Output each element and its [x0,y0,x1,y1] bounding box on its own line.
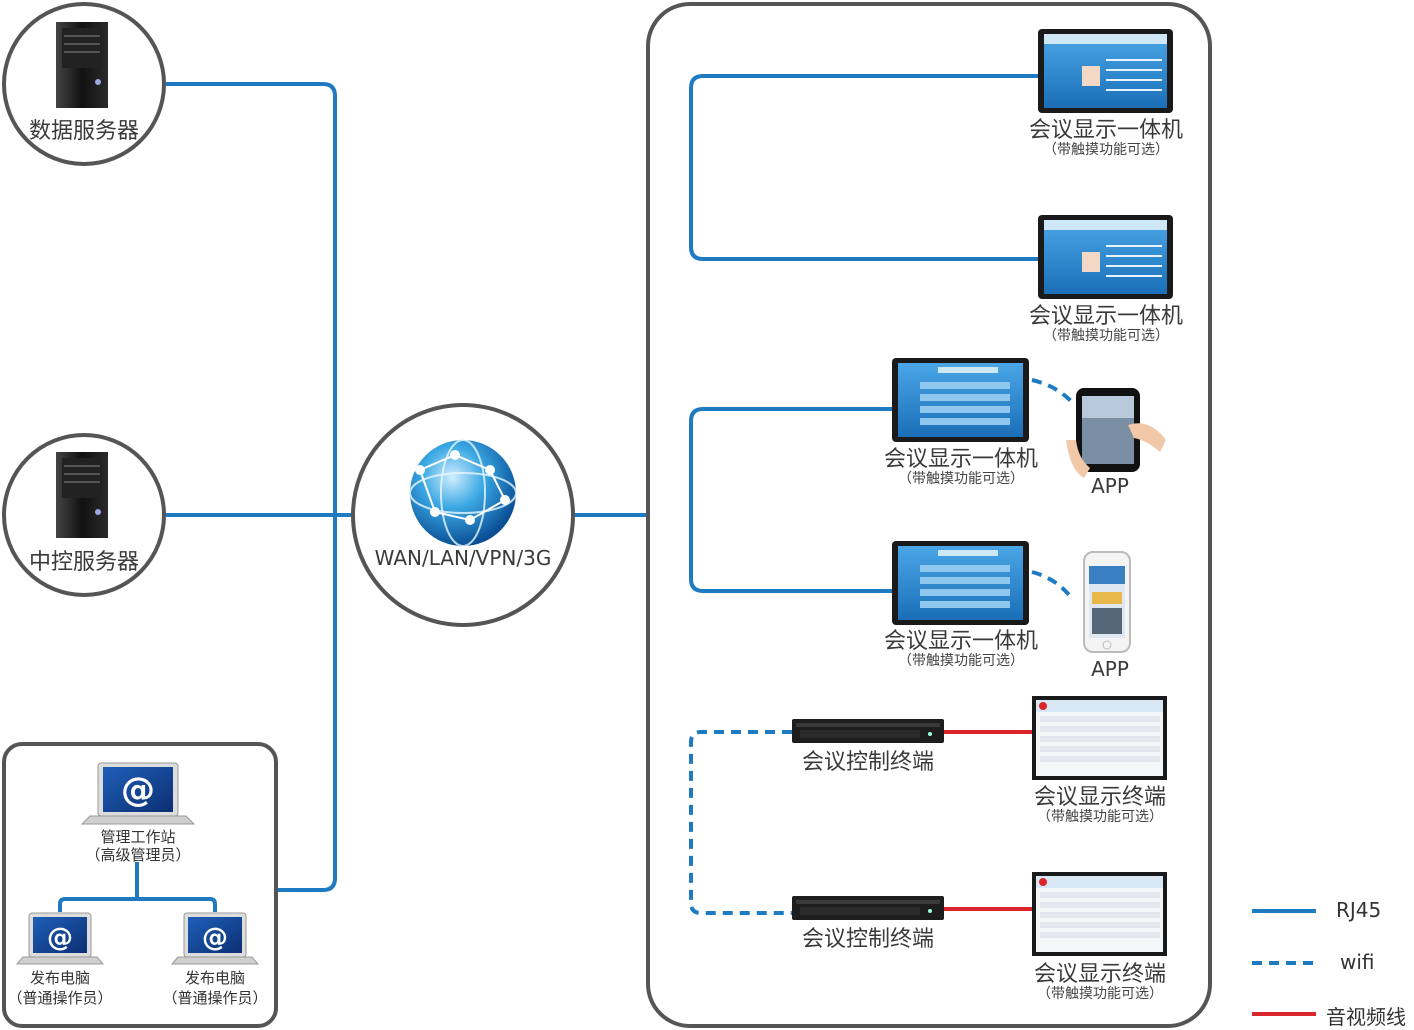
svg-text:@: @ [47,923,73,953]
display-4-icon [892,541,1029,625]
app-label-phone: APP [1091,657,1129,681]
legend-rj45-label: RJ45 [1336,898,1382,922]
app-label-tablet: APP [1091,474,1129,498]
admin-workstation-role: （高级管理员） [85,846,191,864]
workstation-group-frame [2,742,278,1028]
display-4-label: 会议显示一体机 [883,629,1038,654]
control-terminal-2-icon [792,896,944,920]
svg-text:@: @ [121,770,155,810]
admin-laptop-icon: @ [80,762,196,825]
network-label: WAN/LAN/VPN/3G [374,546,552,570]
display-terminal-2-icon [1032,872,1167,956]
legend-wifi-label: wifi [1340,950,1375,974]
smartphone-icon [1083,551,1131,653]
publisher-laptop-right-icon: @ [170,912,260,965]
terminal-group-frame [646,2,1212,1028]
control-terminal-1-label: 会议控制终端 [801,750,934,775]
display-3-note: （带触摸功能可选） [898,471,1024,487]
control-terminal-2-label: 会议控制终端 [801,927,934,952]
tablet-icon [1066,388,1166,478]
display-3-label: 会议显示一体机 [883,447,1038,472]
globe-icon [409,439,517,547]
svg-text:@: @ [202,923,228,953]
display-1-icon [1038,29,1173,113]
display-2-note: （带触摸功能可选） [1043,328,1169,344]
publisher-laptop-left-icon: @ [15,912,105,965]
display-1-note: （带触摸功能可选） [1043,142,1169,158]
publisher-right-label: 发布电脑 [184,969,245,987]
control-server-label: 中控服务器 [28,550,139,575]
control-terminal-1-icon [792,719,944,743]
data-server-label: 数据服务器 [28,119,139,144]
display-terminal-1-note: （带触摸功能可选） [1037,809,1163,825]
display-1-label: 会议显示一体机 [1028,118,1183,143]
display-2-icon [1038,215,1173,299]
publisher-left-label: 发布电脑 [29,969,90,987]
publisher-left-role: （普通操作员） [7,989,113,1007]
publisher-right-role: （普通操作员） [162,989,268,1007]
display-terminal-1-label: 会议显示终端 [1033,785,1166,810]
display-2-label: 会议显示一体机 [1028,304,1183,329]
display-terminal-1-icon [1032,696,1167,780]
display-4-note: （带触摸功能可选） [898,653,1024,669]
display-3-icon [892,358,1029,442]
control-server-icon [56,452,108,538]
display-terminal-2-note: （带触摸功能可选） [1037,986,1163,1002]
wifi-lines [689,378,1074,915]
display-terminal-2-label: 会议显示终端 [1033,962,1166,987]
av-lines [944,730,1032,911]
data-server-icon [56,22,108,108]
admin-workstation-label: 管理工作站 [100,828,176,846]
legend-av-label: 音视频线 [1326,1005,1406,1029]
rj45-lines [58,74,1038,912]
